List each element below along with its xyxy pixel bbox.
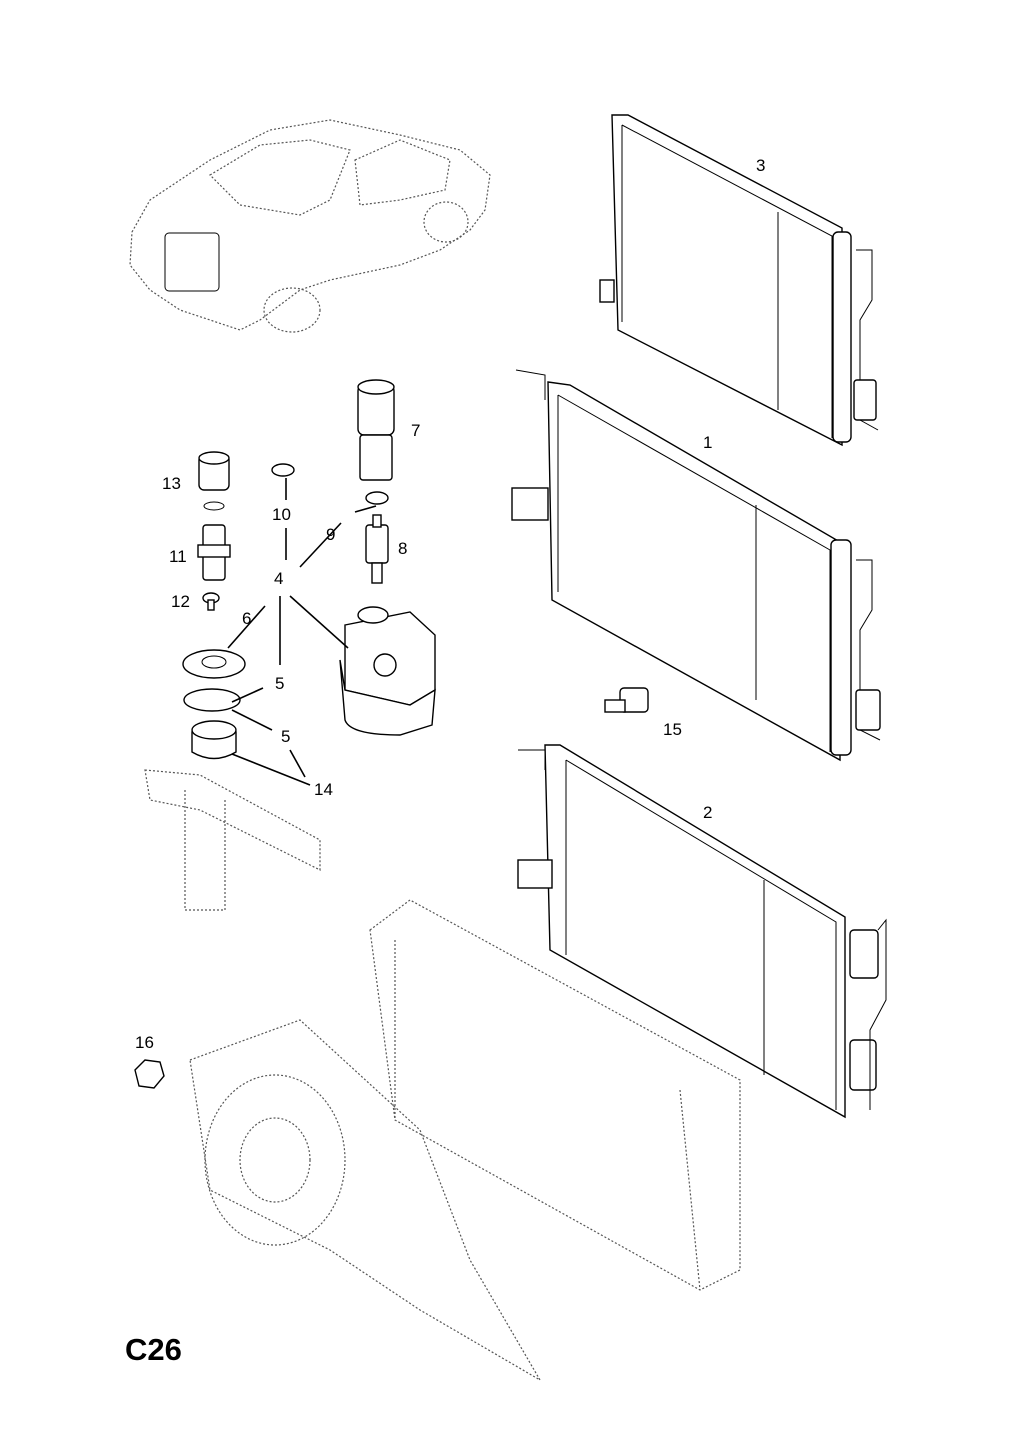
vehicle-outline <box>129 119 491 333</box>
condenser-2 <box>517 744 887 1119</box>
callout-5-upper: 5 <box>275 674 284 693</box>
valve-8 <box>365 514 389 584</box>
callout-11: 11 <box>169 547 187 566</box>
o-ring-10 <box>271 463 295 477</box>
callout-4: 4 <box>274 569 283 588</box>
condenser-1 <box>511 369 881 762</box>
callout-3: 3 <box>756 156 765 175</box>
receiver-drier-4 <box>339 606 436 736</box>
callout-13: 13 <box>162 474 181 493</box>
pressure-switch-7 <box>357 379 395 481</box>
callout-14: 14 <box>314 780 333 799</box>
callout-2: 2 <box>703 803 712 822</box>
callout-1: 1 <box>703 433 712 452</box>
callout-8: 8 <box>398 539 407 558</box>
radiator-and-shroud-ghost <box>144 769 741 1382</box>
callout-10: 10 <box>272 505 291 524</box>
callout-12: 12 <box>171 592 190 611</box>
valve-11 <box>197 524 231 581</box>
callout-7: 7 <box>411 421 420 440</box>
condenser-3 <box>599 114 879 447</box>
screw-12 <box>202 592 220 611</box>
cap-14 <box>191 720 237 760</box>
o-ring-9 <box>365 491 389 505</box>
vehicle-grille-highlight <box>164 232 220 292</box>
seal-6 <box>182 649 246 679</box>
callout-5-lower: 5 <box>281 727 290 746</box>
callout-15: 15 <box>663 720 682 739</box>
callout-9: 9 <box>326 525 335 544</box>
cap-13 <box>198 451 230 511</box>
callout-labels: 3 1 2 7 13 10 9 8 11 4 12 6 5 5 15 14 16 <box>135 156 765 1052</box>
nut-16 <box>134 1059 165 1089</box>
page-code: C26 <box>125 1332 182 1367</box>
leader-lines <box>227 478 377 786</box>
callout-6: 6 <box>242 609 251 628</box>
o-ring-5 <box>183 688 241 712</box>
bolt-15 <box>604 687 649 713</box>
callout-16: 16 <box>135 1033 154 1052</box>
